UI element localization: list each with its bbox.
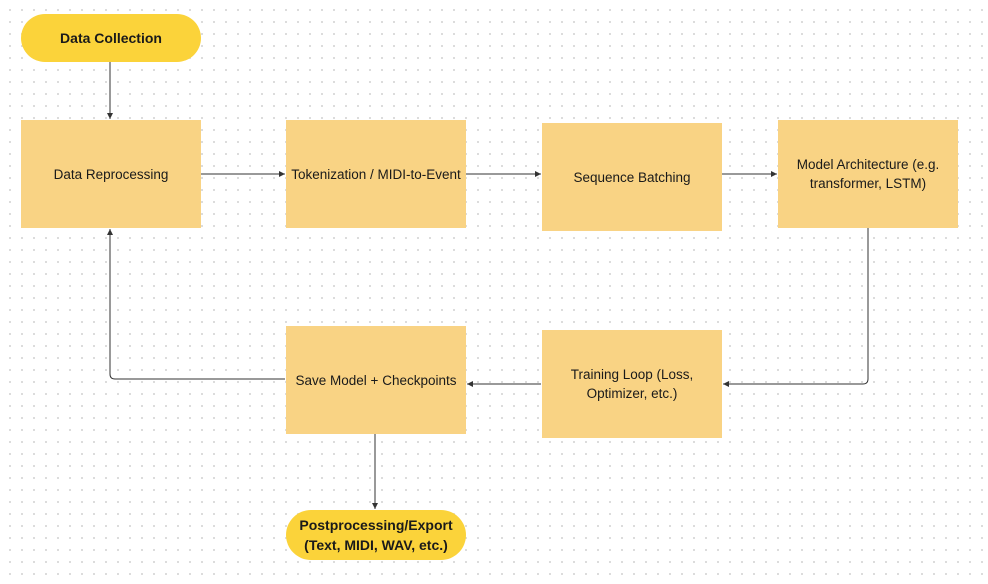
node-label: Training Loop (Loss, Optimizer, etc.) (570, 367, 694, 401)
node-data-reprocessing[interactable]: Data Reprocessing (21, 120, 201, 228)
node-data-collection[interactable]: Data Collection (21, 14, 201, 62)
node-label: Sequence Batching (573, 169, 691, 185)
node-label: Save Model + Checkpoints (295, 372, 457, 388)
node-label: Data Reprocessing (53, 166, 169, 182)
edge-save-model-to-data-reprocessing (107, 229, 285, 380)
node-model-architecture[interactable]: Model Architecture (e.g. transformer, LS… (778, 120, 958, 228)
node-postprocessing[interactable]: Postprocessing/Export (Text, MIDI, WAV, … (286, 510, 466, 560)
edge-model-architecture-to-training-loop (723, 228, 869, 387)
node-label: Tokenization / MIDI-to-Event (291, 166, 461, 182)
node-save-model[interactable]: Save Model + Checkpoints (286, 326, 466, 434)
node-sequence-batching[interactable]: Sequence Batching (542, 123, 722, 231)
node-label: Data Collection (60, 30, 162, 46)
node-label: Postprocessing/Export (Text, MIDI, WAV, … (299, 517, 453, 553)
node-tokenization[interactable]: Tokenization / MIDI-to-Event (286, 120, 466, 228)
node-label: Model Architecture (e.g. transformer, LS… (796, 157, 940, 191)
node-training-loop[interactable]: Training Loop (Loss, Optimizer, etc.) (542, 330, 722, 438)
